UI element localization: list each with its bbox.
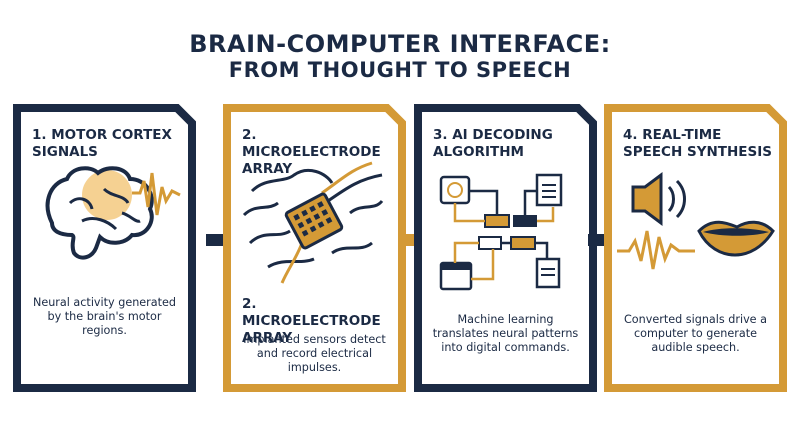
flowchart-icon: [439, 173, 563, 291]
panel-heading: 3. AI DECODING ALGORITHM: [433, 127, 553, 160]
panel-description: Converted signals drive a computer to ge…: [624, 313, 767, 354]
panel-microelectrode: 2. MICROELECTRODE ARRAY 2. MICROELECTROD…: [222, 103, 407, 393]
electrode-array-icon: [242, 161, 384, 284]
panel-frame: [604, 104, 787, 392]
panel-subheading: 2. MICROELECTRODE ARRAY: [242, 296, 381, 346]
main-title: BRAIN-COMPUTER INTERFACE:: [189, 30, 611, 58]
panel-description: Machine learning translates neural patte…: [432, 313, 579, 354]
main-subtitle: FROM THOUGHT TO SPEECH: [228, 58, 572, 82]
panel-heading: 4. REAL-TIME SPEECH SYNTHESIS: [623, 127, 772, 160]
panel-heading: 1. MOTOR CORTEX SIGNALS: [32, 127, 172, 160]
panel-ai-decoding: 3. AI DECODING ALGORITHM Machine learnin…: [413, 103, 598, 393]
panel-frame: [223, 104, 406, 392]
panel-speech-synthesis: 4. REAL-TIME SPEECH SYNTHESIS Converted …: [603, 103, 788, 393]
panel-heading: 2. MICROELECTRODE ARRAY: [242, 127, 381, 177]
speaker-mouth-icon: [617, 172, 775, 270]
panel-frame: [13, 104, 196, 392]
panel-description: Neural activity generated by the brain's…: [32, 296, 177, 337]
panel-description: Implanted sensors detect and record elec…: [243, 333, 386, 374]
brain-signal-icon: [45, 166, 181, 260]
panel-motor-cortex: 1. MOTOR CORTEX SIGNALS Neural activity …: [12, 103, 197, 393]
